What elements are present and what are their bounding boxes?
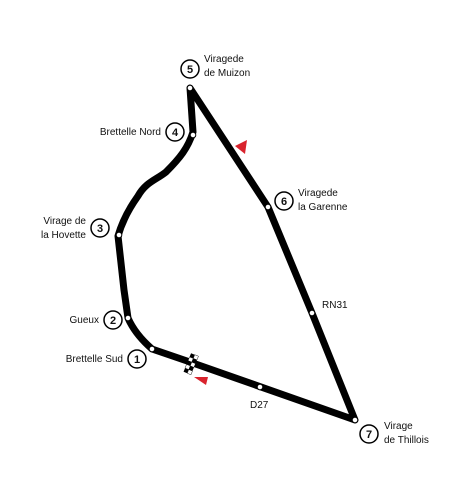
turn-name: Brettelle Nord: [100, 127, 161, 138]
turn-7: 7 Virage de Thillois: [359, 421, 429, 446]
turn-number-badge: [90, 218, 110, 238]
turn-name-line2: la Hovette: [41, 230, 86, 241]
turn-name: Brettelle Sud: [66, 354, 123, 365]
turn-3-dot: [115, 231, 123, 239]
turn-name-line1: Virage: [384, 421, 413, 432]
turn-4-dot: [189, 131, 197, 139]
turn-5-dot: [186, 84, 194, 92]
turn-6-dot: [264, 203, 272, 211]
turn-2: 2 Gueux: [70, 310, 123, 330]
turn-name-line2: de Muizon: [204, 68, 250, 79]
road-marker-dot: [308, 309, 316, 317]
turn-name-line1: Virage de: [43, 216, 86, 227]
turn-number-badge: [165, 122, 185, 142]
turn-7-dot: [351, 416, 359, 424]
turn-number: 3: [97, 223, 103, 235]
turn-number-badge: [359, 424, 379, 444]
turn-5: 5 Viragede de Muizon: [180, 54, 250, 79]
direction-arrow-icon: [194, 377, 208, 385]
track-outline: [114, 84, 359, 424]
turn-number: 7: [366, 429, 372, 441]
turn-name-line1: Viragede: [204, 54, 244, 65]
turn-name-line2: la Garenne: [298, 202, 348, 213]
turn-number: 1: [134, 354, 140, 366]
checkered-flag-icon: [183, 353, 199, 376]
turn-number: 4: [172, 127, 179, 139]
turn-2-dot: [124, 314, 132, 322]
turn-number: 6: [281, 196, 287, 208]
turn-4: 4 Brettelle Nord: [100, 122, 185, 142]
turn-number: 5: [187, 64, 193, 76]
turn-1: 1 Brettelle Sud: [66, 349, 147, 369]
turn-number: 2: [110, 315, 116, 327]
turn-number-badge: [274, 191, 294, 211]
road-label-d27: D27: [250, 400, 269, 411]
road-label-rn31: RN31: [322, 300, 348, 311]
road-marker-dot: [256, 383, 264, 391]
turn-3: 3 Virage de la Hovette: [41, 216, 110, 241]
direction-arrow-icon: [235, 140, 247, 154]
turn-number-badge: [180, 59, 200, 79]
turn-name: Gueux: [70, 315, 99, 326]
turn-number-badge: [127, 349, 147, 369]
turn-name-line1: Viragede: [298, 188, 338, 199]
turn-number-badge: [103, 310, 123, 330]
turn-1-dot: [148, 345, 156, 353]
turn-6: 6 Viragede la Garenne: [274, 188, 348, 213]
turn-name-line2: de Thillois: [384, 435, 429, 446]
